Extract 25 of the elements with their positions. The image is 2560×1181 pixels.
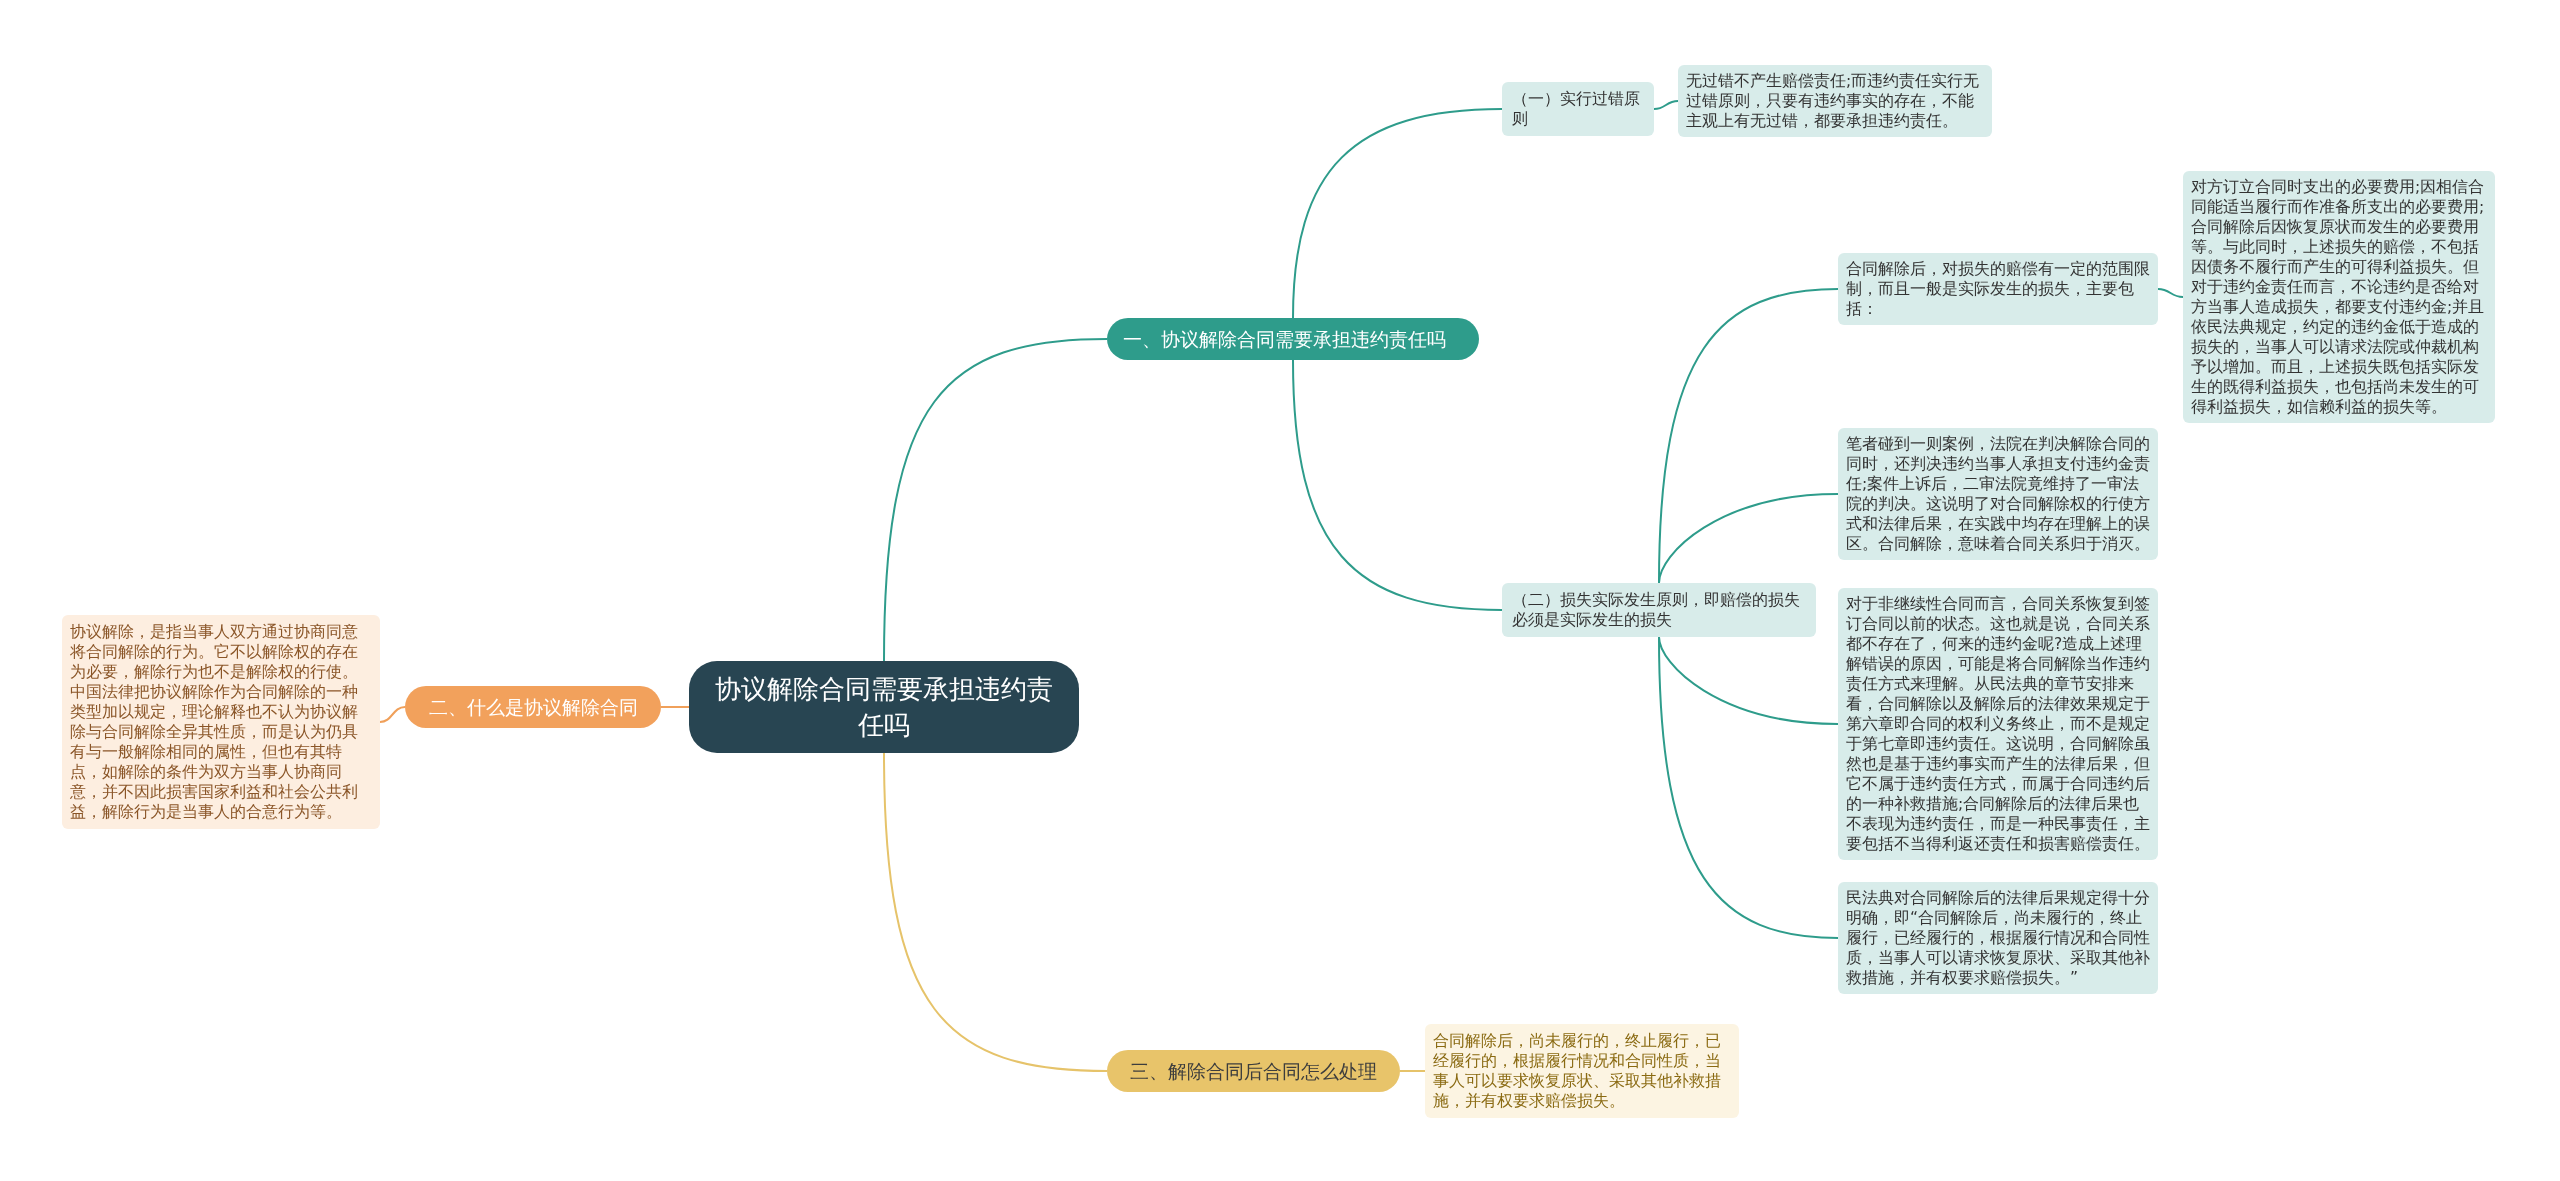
- connector-line: [1658, 636, 1839, 939]
- connector-line: [660, 706, 690, 708]
- topic-box: 协议解除合同需要承担违约责任吗: [689, 661, 1079, 753]
- text-box: 合同解除后，尚未履行的，终止履行，已经履行的，根据履行情况和合同性质，当事人可以要求恢复原状、采取其他补救措施，并有权要求赔偿损失。: [1425, 1024, 1739, 1118]
- text-box: 民法典对合同解除后的法律后果规定得十分明确，即“合同解除后，尚未履行的，终止履行，已经履行的，根据履行情况和合同性质，当事人可以请求恢复原状、采取其他补救措施，并有权要求赔偿损失。”: [1838, 882, 2158, 994]
- connector-line: [2157, 288, 2184, 298]
- connector-line: [1653, 100, 1679, 110]
- branch-box: 一、协议解除合同需要承担违约责任吗: [1107, 318, 1479, 360]
- text-box: 笔者碰到一则案例，法院在判决解除合同的同时，还判决违约当事人承担支付违约金责任;案件上诉后，二审法院竟维持了一审法院的判决。这说明了对合同解除权的行使方式和法律后果，在实践中均存在理解上的误区。合同解除，意味着合同关系归于消灭。: [1838, 428, 2158, 560]
- subtopic-box: （二）损失实际发生原则，即赔偿的损失必须是实际发生的损失: [1502, 583, 1816, 637]
- connector-line: [883, 338, 1108, 662]
- branch-box: 二、什么是协议解除合同: [405, 686, 661, 728]
- text-box: 协议解除，是指当事人双方通过协商同意将合同解除的行为。它不以解除权的存在为必要，解除行为也不是解除权的行使。中国法律把协议解除作为合同解除的一种类型加以规定，理论解释也不认为协议解除与合同解除全异其性质，而是认为仍具有与一般解除相同的属性，但也有其特点，如解除的条件为双方当事人协商同意，并不因此损害国家利益和社会公共利益，解除行为是当事人的合意行为等。: [62, 615, 380, 829]
- connector-line: [1292, 359, 1503, 611]
- connector-line: [1658, 493, 1839, 584]
- connector-line: [883, 752, 1108, 1072]
- text-box: 对于非继续性合同而言，合同关系恢复到签订合同以前的状态。这也就是说，合同关系都不存在了，何来的违约金呢?造成上述理解错误的原因，可能是将合同解除当作违约责任方式来理解。从民法典的章节安排来看，合同解除以及解除后的法律效果规定于第六章即合同的权利义务终止，而不是规定于第七章即违约责任。这说明，合同解除虽然也是基于违约事实而产生的法律后果，但它不属于违约责任方式，而属于合同违约后的一种补救措施;合同解除后的法律后果也不表现为违约责任，而是一种民事责任，主要包括不当得利返还责任和损害赔偿责任。: [1838, 588, 2158, 860]
- branch-box: 三、解除合同后合同怎么处理: [1107, 1050, 1400, 1092]
- text-box: 无过错不产生赔偿责任;而违约责任实行无过错原则，只要有违约事实的存在，不能主观上有无过错，都要承担违约责任。: [1678, 65, 1992, 137]
- text-box: 对方订立合同时支出的必要费用;因相信合同能适当履行而作准备所支出的必要费用;合同解除后因恢复原状而发生的必要费用等。与此同时，上述损失的赔偿，不包括因债务不履行而产生的可得利益损失。但对于违约金责任而言，不论违约是否给对方当事人造成损失，都要支付违约金;并且依民法典规定，约定的违约金低于造成的损失的，当事人可以请求法院或仲裁机构予以增加。而且，上述损失既包括实际发生的既得利益损失，也包括尚未发生的可得利益损失，如信赖利益的损失等。: [2183, 171, 2495, 423]
- connector-line: [1399, 1070, 1426, 1072]
- connector-line: [1292, 108, 1503, 319]
- connector-line: [379, 706, 406, 723]
- text-box: 合同解除后，对损失的赔偿有一定的范围限制，而且一般是实际发生的损失，主要包括：: [1838, 253, 2158, 325]
- subtopic-box: （一）实行过错原则: [1502, 82, 1654, 136]
